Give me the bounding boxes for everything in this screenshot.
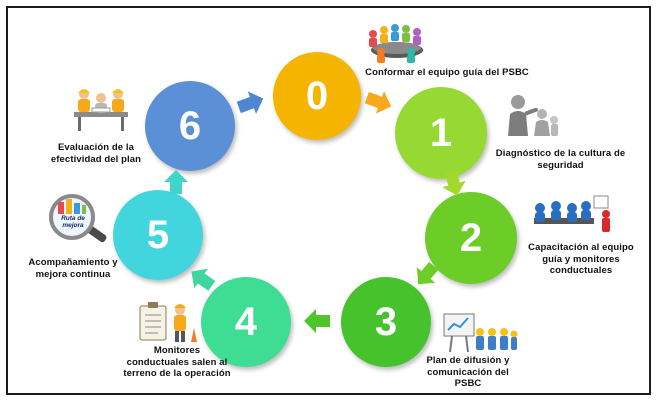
arrow-2-to-3-icon xyxy=(416,261,439,285)
step-5-number: 5 xyxy=(146,212,170,257)
step-6-circle: 6 xyxy=(145,81,235,171)
team-meeting-icon xyxy=(369,24,423,63)
step-0-circle: 0 xyxy=(273,52,361,140)
step-4-circle: 4 xyxy=(201,277,291,367)
magnifier-route-icon: Ruta de mejora xyxy=(44,193,116,245)
arrow-6-to-0-icon xyxy=(236,91,264,114)
step-3-label: Plan de difusión y comunicación del PSBC xyxy=(426,355,510,389)
step-0-label: Conformar el equipo guía del PSBC xyxy=(365,67,529,78)
arrow-3-to-4-icon xyxy=(304,309,330,333)
arrow-0-to-1-icon xyxy=(364,91,392,114)
arrow-4-to-5-icon xyxy=(191,268,216,291)
step-3-circle: 3 xyxy=(341,277,431,367)
step-2-label: Capacitación al equipo guía y monitores … xyxy=(528,242,634,276)
step-6-number: 6 xyxy=(178,103,202,148)
magnifier-caption: Ruta de mejora xyxy=(61,215,85,229)
evaluation-team-icon xyxy=(74,89,128,131)
step-1-label: Diagnóstico de la cultura de seguridad xyxy=(495,148,626,171)
step-2-number: 2 xyxy=(459,215,483,260)
arrow-1-to-2-icon xyxy=(442,170,466,196)
communication-board-icon xyxy=(443,313,518,353)
arrow-5-to-6-icon xyxy=(164,170,188,194)
step-2-circle: 2 xyxy=(425,192,517,284)
step-1-number: 1 xyxy=(429,110,453,155)
step-5-label: Acompañamiento y mejora continua xyxy=(28,257,118,280)
step-5-circle: 5 xyxy=(113,190,203,280)
step-1-circle: 1 xyxy=(395,87,487,179)
step-4-number: 4 xyxy=(234,299,258,344)
step-0-number: 0 xyxy=(305,73,329,118)
diagnosis-figures-icon xyxy=(508,95,558,136)
step-4-label: Monitores conductuales salen al terreno … xyxy=(123,345,231,379)
step-3-number: 3 xyxy=(374,299,398,344)
step-6-label: Evaluación de la efectividad del plan xyxy=(50,142,142,165)
training-presentation-icon xyxy=(534,195,610,232)
clipboard-worker-icon xyxy=(139,302,197,342)
